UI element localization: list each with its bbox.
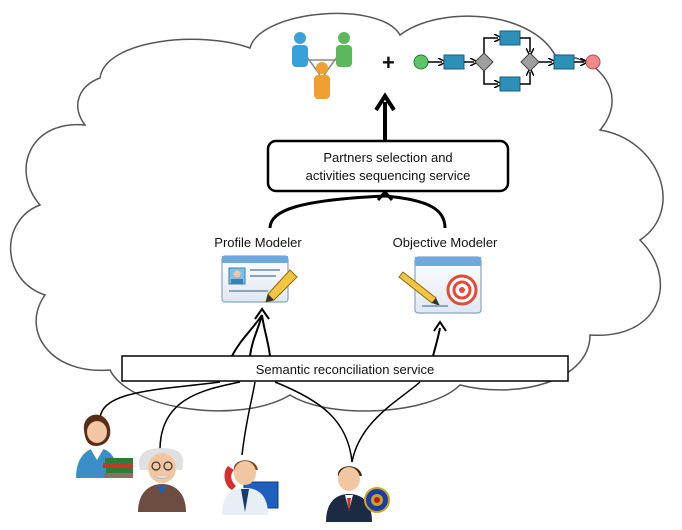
recon-to-objective-link — [432, 327, 441, 357]
profile-input-arrowhead — [254, 307, 270, 320]
semantic-reconciliation-label: Semantic reconciliation service — [256, 362, 434, 377]
recon-to-profile-link-b — [249, 314, 263, 357]
target-window-icon — [398, 256, 482, 314]
user4-link-b — [351, 381, 421, 463]
output-arrow-head — [374, 92, 396, 112]
phone-operator-icon — [222, 460, 279, 515]
plus-sign: + — [382, 50, 395, 75]
objective-input-arrowhead — [433, 320, 447, 332]
bpmn-process-icon — [413, 30, 601, 92]
profile-to-service-link — [268, 194, 386, 229]
professor-icon — [138, 448, 186, 512]
user1-link — [99, 381, 221, 421]
partners-network-icon — [292, 32, 352, 99]
service-box-line1: Partners selection and — [323, 150, 452, 165]
woman-books-icon — [76, 414, 133, 478]
user4-link-a — [274, 381, 353, 463]
recon-to-profile-link-c — [261, 314, 271, 357]
recon-to-profile-link-a — [231, 314, 263, 357]
user2-link — [159, 381, 241, 451]
semantic-reconciliation-box — [121, 355, 569, 382]
partners-selection-service-box — [266, 139, 510, 193]
objective-modeler-label: Objective Modeler — [393, 235, 498, 250]
profile-modeler-label: Profile Modeler — [214, 235, 302, 250]
official-seal-icon — [326, 466, 390, 522]
profile-card-icon — [221, 255, 298, 303]
service-input-arrowhead — [376, 189, 394, 201]
objective-to-service-link — [384, 194, 447, 229]
user3-link — [241, 381, 256, 456]
cloud-shape — [9, 12, 664, 412]
service-box-line2: activities sequencing service — [306, 168, 471, 183]
